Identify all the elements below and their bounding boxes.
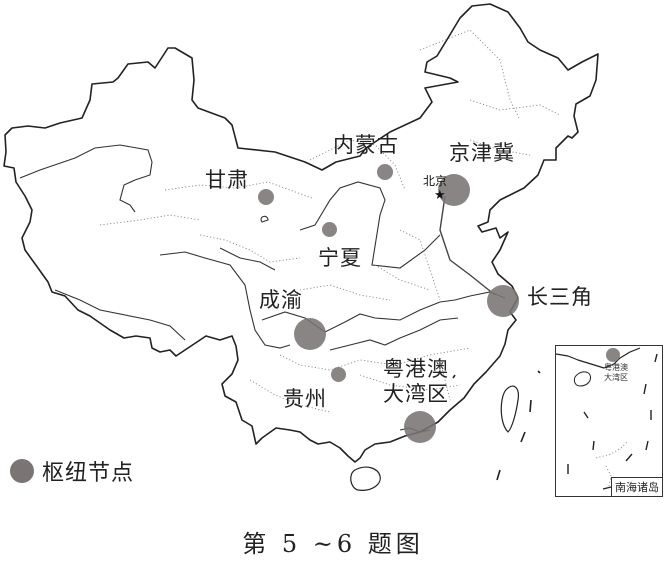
region-label-jingjinji: 京津冀: [449, 141, 515, 165]
hub-node-gansu: [258, 189, 274, 205]
hainan-island: [350, 466, 381, 491]
hub-node-guizhou: [331, 367, 346, 382]
hub-node-ningxia: [322, 222, 337, 237]
region-label-yuegangao-line2: 大湾区: [383, 382, 449, 406]
region-label-ningxia: 宁夏: [318, 246, 362, 270]
map-legend: 枢纽节点: [10, 455, 134, 487]
national-border: [3, 3, 599, 463]
inset-label-line2: 大湾区: [604, 373, 628, 382]
hub-node-yuegangao: [404, 411, 436, 443]
hub-node-neimenggu: [377, 164, 393, 180]
hub-node-changsanjiao: [487, 285, 519, 317]
inset-caption: 南海诸岛: [611, 477, 662, 496]
region-label-changsanjiao: 长三角: [527, 285, 593, 309]
region-label-chengyu: 成渝: [259, 288, 303, 312]
hub-node-chengyu: [294, 318, 326, 350]
legend-label: 枢纽节点: [42, 461, 135, 486]
figure-caption: 第 5 ~6 题图: [242, 530, 424, 558]
region-label-guizhou: 贵州: [283, 387, 327, 411]
region-label-gansu: 甘肃: [205, 168, 249, 192]
region-label-neimenggu: 内蒙古: [333, 133, 399, 157]
capital-star-icon: ★: [434, 188, 446, 203]
inset-label-line1: 粤港澳: [604, 363, 628, 372]
inset-hub-node-yuegangao: [606, 348, 620, 362]
region-label-yuegangao-line1: 粤港澳: [383, 357, 449, 381]
hub-node-jingjinji: [438, 174, 470, 206]
hub-node-legend-icon: [10, 459, 34, 483]
taiwan-island: [500, 385, 519, 433]
capital-label: 北京: [423, 174, 448, 188]
south-china-sea-inset: 粤港澳 大湾区 南海诸岛: [555, 345, 663, 497]
